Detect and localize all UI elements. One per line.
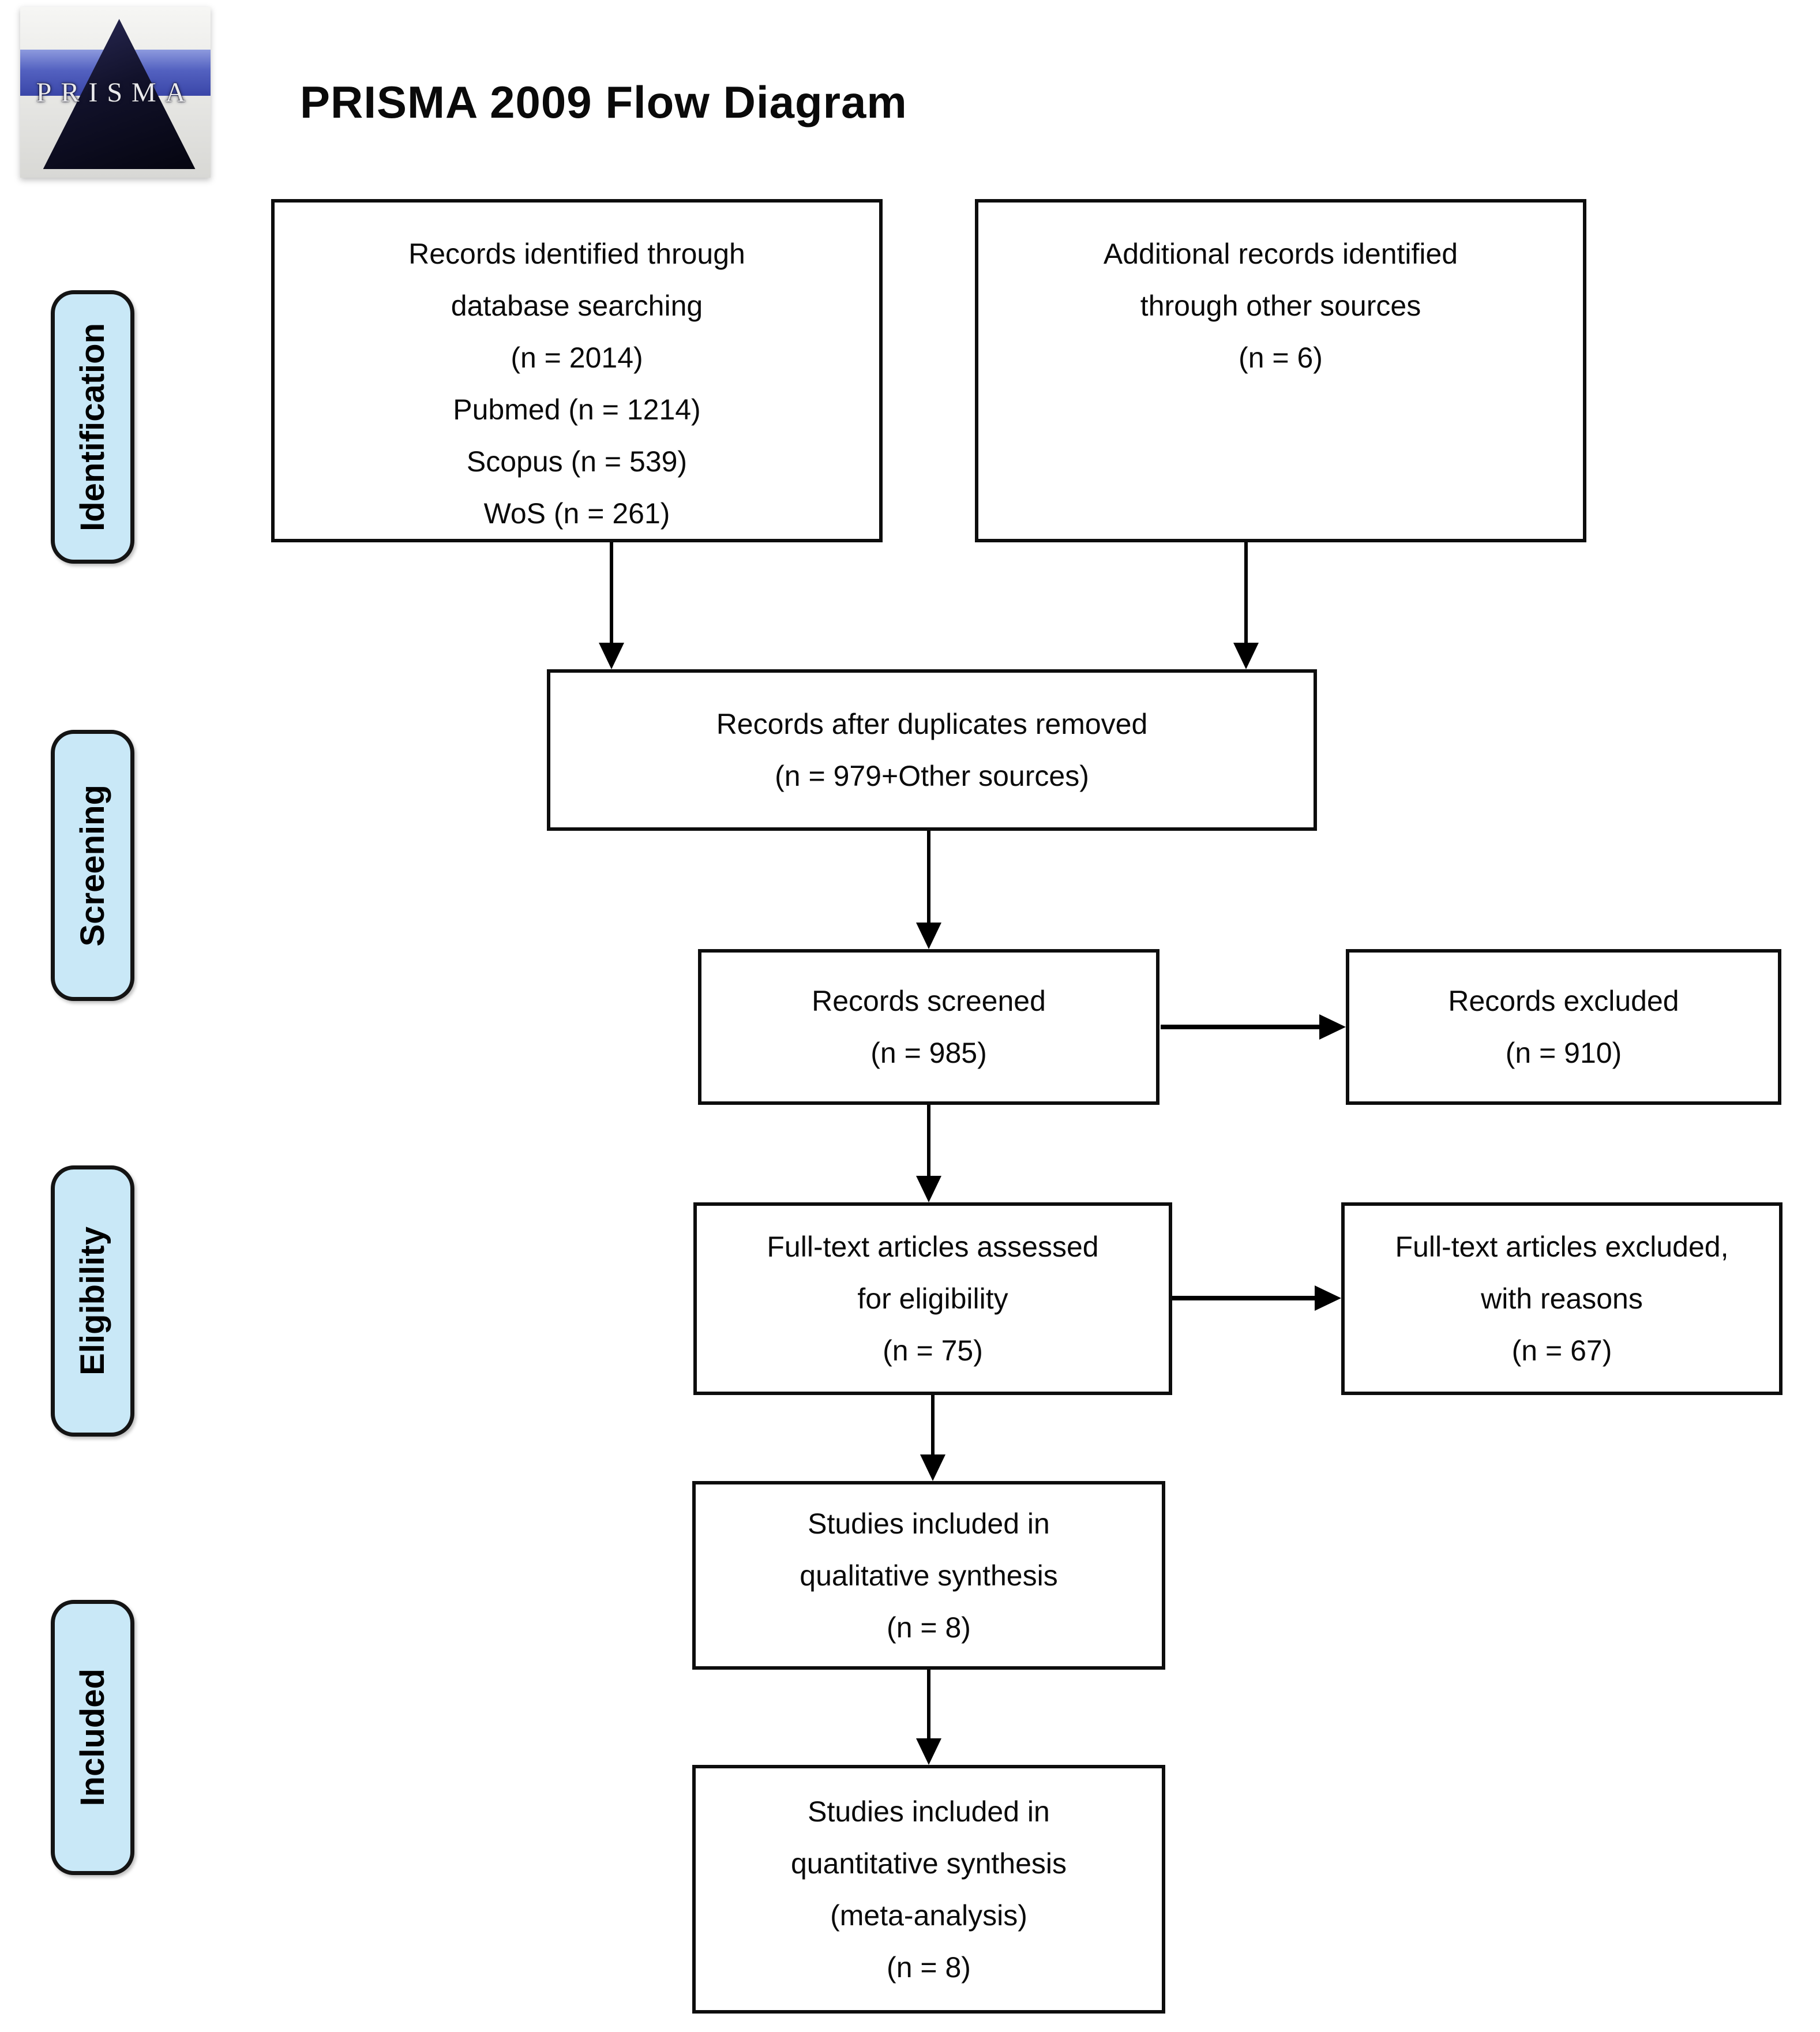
box-line: WoS (n = 261) [483,497,670,530]
box-line: Additional records identified [1103,238,1458,270]
arrow-fulltext-to-excluded-head [1315,1285,1341,1311]
box-line: with reasons [1481,1283,1643,1315]
box-line: through other sources [1140,290,1421,322]
box-line: Records screened [812,985,1046,1017]
stage-label-screening: Screening [74,784,111,947]
stage-rail-screening: Screening [51,730,134,1001]
box-line: Records after duplicates removed [716,708,1148,740]
stage-rail-included: Included [51,1600,134,1875]
box-line: for eligibility [857,1283,1008,1315]
box-line: Records excluded [1448,985,1679,1017]
box-line: (n = 67) [1511,1334,1612,1367]
box-line: Studies included in [808,1795,1050,1828]
arrow-identified-to-duplicates-head [599,643,624,669]
box-records-screened: Records screened (n = 985) [698,949,1159,1105]
stage-label-included: Included [74,1669,111,1806]
stage-label-eligibility: Eligibility [74,1227,111,1375]
box-line: (n = 75) [883,1334,983,1367]
box-fulltext-assessed: Full-text articles assessed for eligibil… [693,1202,1172,1395]
box-line: (n = 6) [1239,342,1323,374]
arrow-screened-to-excluded-line [1161,1025,1319,1029]
arrow-fulltext-to-excluded-line [1172,1296,1315,1300]
arrow-duplicates-to-screened-head [916,923,941,949]
box-line: (n = 2014) [511,342,643,374]
box-additional-records: Additional records identified through ot… [975,199,1586,542]
box-fulltext-excluded: Full-text articles excluded, with reason… [1341,1202,1783,1395]
arrow-identified-to-duplicates-line [610,542,613,643]
box-line: (meta-analysis) [830,1899,1027,1932]
box-line: quantitative synthesis [790,1847,1067,1880]
arrow-additional-to-duplicates-line [1244,542,1248,643]
arrow-screened-to-excluded-head [1319,1014,1346,1040]
box-records-excluded: Records excluded (n = 910) [1346,949,1781,1105]
arrow-additional-to-duplicates-head [1233,643,1259,669]
stage-label-identification: Identification [74,323,111,531]
prisma-logo: PRISMA [20,7,211,178]
arrow-qualitative-to-quantitative-line [927,1670,930,1738]
box-line: (n = 985) [870,1037,987,1069]
page-title: PRISMA 2009 Flow Diagram [300,77,907,128]
box-line: database searching [451,290,703,322]
box-line: (n = 8) [887,1611,971,1644]
box-line: (n = 979+Other sources) [775,760,1089,792]
box-duplicates-removed: Records after duplicates removed (n = 97… [547,669,1317,831]
arrow-fulltext-to-qualitative-line [931,1395,935,1454]
box-line: Pubmed (n = 1214) [453,393,701,426]
arrow-qualitative-to-quantitative-head [916,1738,941,1765]
stage-rail-eligibility: Eligibility [51,1165,134,1437]
arrow-duplicates-to-screened-line [927,831,930,923]
box-line: Records identified through [408,238,745,270]
prisma-logo-text: PRISMA [36,77,195,108]
box-quantitative-synthesis: Studies included in quantitative synthes… [692,1765,1165,2014]
box-line: Full-text articles assessed [767,1231,1099,1263]
stage-rail-identification: Identification [51,290,134,564]
arrow-fulltext-to-qualitative-head [920,1454,945,1481]
box-line: qualitative synthesis [800,1559,1058,1592]
arrow-screened-to-fulltext-head [916,1176,941,1202]
box-line: (n = 910) [1505,1037,1622,1069]
box-line: Studies included in [808,1507,1050,1540]
box-line: (n = 8) [887,1951,971,1984]
box-line: Full-text articles excluded, [1395,1231,1729,1263]
box-records-identified: Records identified through database sear… [271,199,883,542]
arrow-screened-to-fulltext-line [927,1105,930,1176]
box-line: Scopus (n = 539) [466,445,688,478]
box-qualitative-synthesis: Studies included in qualitative synthesi… [692,1481,1165,1670]
